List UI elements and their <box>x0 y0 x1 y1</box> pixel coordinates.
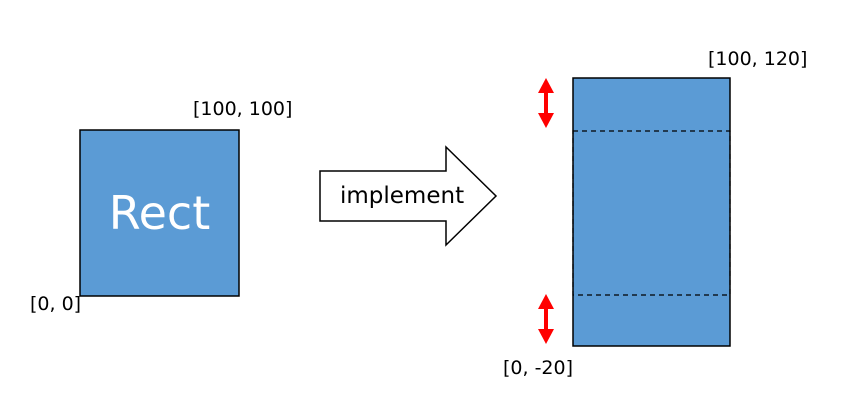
source-top-right-coordinate: [100, 100] <box>193 98 293 120</box>
result-top-right-coordinate: [100, 120] <box>708 48 808 70</box>
double-vertical-arrow-icon <box>538 294 554 344</box>
double-vertical-arrow-icon <box>538 78 554 128</box>
source-rect <box>79 129 240 297</box>
result-rect <box>572 77 731 347</box>
original-region-outline <box>572 130 731 296</box>
source-bottom-left-coordinate: [0, 0] <box>30 293 82 315</box>
result-bottom-left-coordinate: [0, -20] <box>503 357 574 379</box>
right-block-arrow-icon <box>319 145 498 247</box>
